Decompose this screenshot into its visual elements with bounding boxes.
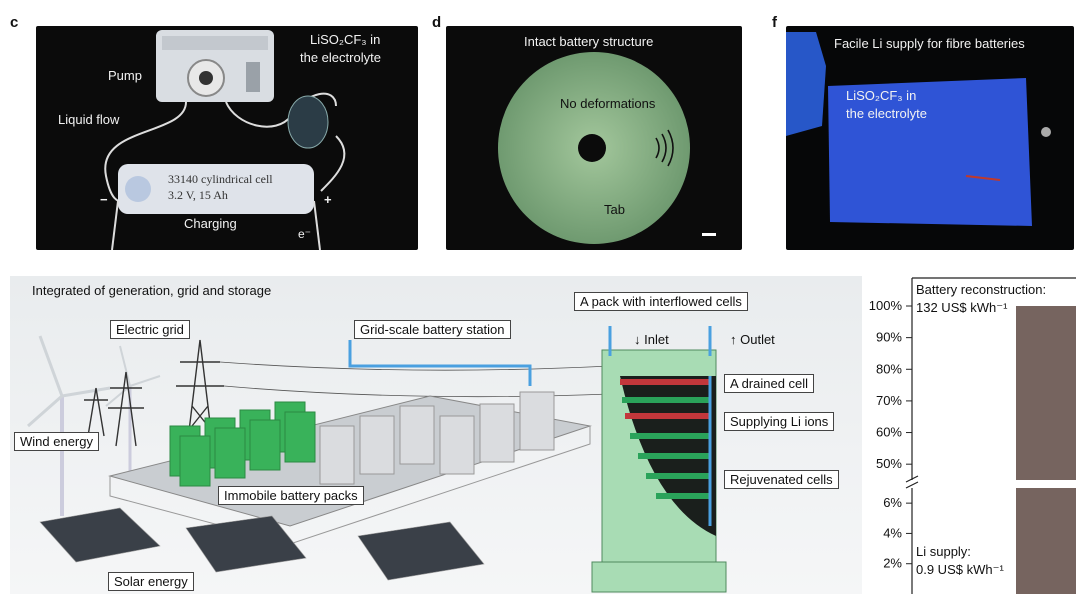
supplying-label: Supplying Li ions [724,412,835,431]
tab-label: Tab [604,202,625,217]
immobile-packs-label: Immobile battery packs [218,486,364,505]
li-supply-label-2: 0.9 US$ kWh⁻¹ [916,562,1004,577]
panel-c-photo: Pump LiSO₂CF₃ in the electrolyte Liquid … [36,26,418,250]
y-tick-50: 50% [876,456,902,471]
panel-d-letter: d [432,14,442,31]
electrolyte-label-line1: LiSO₂CF₃ in [310,32,381,47]
panel-d-illustration [498,52,716,244]
cell-label-line1: 33140 cylindrical cell [168,172,273,186]
minus-sign: − [100,192,108,207]
electric-grid-label: Electric grid [110,320,190,339]
y-tick-100: 100% [869,298,903,313]
panel-c-illustration [104,30,346,250]
y-tick-80: 80% [876,361,902,376]
panel-d-photo: Intact battery structure No deformations… [446,26,742,250]
li-supply-label-1: Li supply: [916,544,971,559]
y-tick-4: 4% [883,525,902,540]
bar-lower-segment [1016,488,1076,594]
panel-f-title: Facile Li supply for fibre batteries [834,36,1025,51]
y-tick-2: 2% [883,556,902,571]
pump-label: Pump [108,68,142,83]
cell-label-line2: 3.2 V, 15 Ah [168,188,228,202]
solar-energy-label: Solar energy [108,572,194,591]
y-tick-60: 60% [876,425,902,440]
y-tick-70: 70% [876,393,902,408]
liquid-flow-label: Liquid flow [58,112,120,127]
inlet-label: ↓ Inlet [634,332,669,347]
drained-cell-label: A drained cell [724,374,815,393]
panel-e-illustration: Integrated of generation, grid and stora… [10,276,862,594]
plus-sign: + [324,192,332,207]
electron-label: e⁻ [298,227,312,241]
panel-f-letter: f [772,14,777,31]
electrolyte-label-line2: the electrolyte [300,50,381,65]
panel-e-title: Integrated of generation, grid and stora… [32,283,272,298]
cost-chart-svg: 100% 90% 80% 70% 60% 50% 6% 4% 2% [869,277,1076,594]
y-ticks: 100% 90% 80% 70% 60% 50% 6% 4% 2% [869,298,912,571]
charging-label: Charging [184,216,237,231]
y-tick-6: 6% [883,495,902,510]
no-deformations-label: No deformations [560,96,656,111]
panel-f-electrolyte-line1: LiSO₂CF₃ in [846,88,917,103]
y-tick-90: 90% [876,330,902,345]
panel-f-photo: Facile Li supply for fibre batteries LiS… [786,26,1074,250]
battery-reconstruction-label-2: 132 US$ kWh⁻¹ [916,300,1008,315]
panel-d-title: Intact battery structure [524,34,654,49]
battery-reconstruction-label-1: Battery reconstruction: [916,282,1047,297]
bar-battery-reconstruction [1016,306,1076,480]
panel-f-electrolyte-line2: the electrolyte [846,106,927,121]
cost-chart: 100% 90% 80% 70% 60% 50% 6% 4% 2% Battery recons… [860,276,1076,594]
axis-break-mark [905,475,919,489]
panel-f-illustration [786,32,1051,226]
grid-station-label: Grid-scale battery station [354,320,511,339]
rejuvenated-label: Rejuvenated cells [724,470,839,489]
outlet-label: ↑ Outlet [730,332,775,347]
pack-title-label: A pack with interflowed cells [574,292,748,311]
wind-energy-label: Wind energy [14,432,99,451]
panel-c-letter: c [10,14,19,31]
